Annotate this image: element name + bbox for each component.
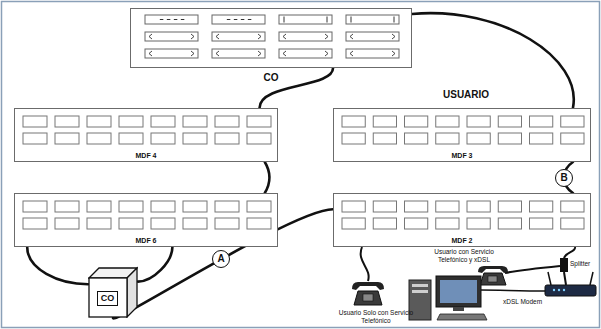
central-office-frame: CO [130,8,412,68]
telephone-icon [352,282,384,305]
phone-wire [505,266,560,273]
callout-letter: A [212,250,230,268]
distribution-frame: MDF 3 [333,108,591,162]
splitter-wire [564,247,575,258]
wire-connector [27,247,88,284]
telephone-icon [478,266,508,285]
node-label: CO [264,72,279,84]
node-label: MDF 6 [136,236,157,245]
callout-letter: B [555,169,573,187]
phone-wire [361,247,369,281]
node-label: MDF 4 [136,151,157,160]
co-box: CO [88,266,138,318]
wire-connector [260,68,334,108]
modem-icon [545,272,596,296]
node-label: MDF 3 [452,151,473,160]
distribution-frame: MDF 2 [333,193,591,247]
modem-wire [564,272,566,285]
text-label: USUARIO [443,89,489,101]
splitter-box [560,258,568,272]
wire-connector [265,162,270,193]
computer-icon [409,276,487,320]
ethernet-wire [481,290,546,291]
node-label: CO [97,291,119,306]
wire-connector [138,247,172,282]
text-label: Splitter [570,260,590,268]
distribution-frame: MDF 6 [14,193,278,247]
text-label: Usuario con Servicio Telefónico y xDSL [422,248,506,264]
text-label: xDSL Modem [503,298,542,306]
wire-connector [412,13,574,108]
node-label: MDF 2 [452,236,473,245]
text-label: Usuario Solo con Servicio Telefónico [330,309,422,325]
slot-pattern [131,9,411,67]
distribution-frame: MDF 4 [14,108,278,162]
